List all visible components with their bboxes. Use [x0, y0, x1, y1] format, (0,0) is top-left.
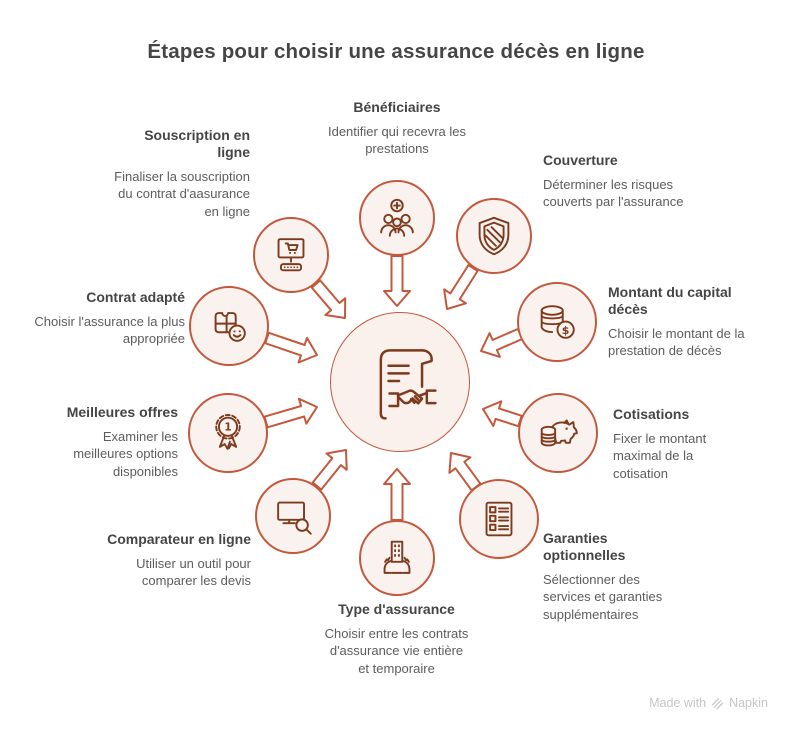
node-label: Souscription en ligne	[144, 127, 250, 161]
node-circle-comparateur-en-ligne	[255, 478, 331, 554]
node-text-souscription-en-ligne: Souscription en ligne Finaliser la sousc…	[110, 127, 250, 220]
node-label: Comparateur en ligne	[107, 531, 251, 547]
coins-dollar-icon: $	[540, 305, 575, 339]
block-arrow	[482, 400, 523, 428]
piggy-bank-icon	[540, 419, 578, 447]
node-circle-couverture	[456, 198, 532, 274]
node-text-garanties-optionnelles: Garanties optionnelles Sélectionner des …	[543, 530, 685, 623]
block-arrow	[310, 279, 347, 319]
block-arrow	[383, 255, 411, 307]
node-label: Contrat adapté	[86, 289, 185, 305]
node-label: Meilleures offres	[66, 404, 178, 420]
page-title: Étapes pour choisir une assurance décès …	[147, 40, 645, 63]
svg-text:1: 1	[224, 422, 231, 434]
node-circle-garanties-optionnelles	[459, 479, 539, 559]
node-description: Choisir entre les contrats d'assurance v…	[324, 626, 469, 676]
node-text-contrat-adapte: Contrat adapté Choisir l'assurance la pl…	[32, 289, 185, 348]
block-arrow	[383, 468, 411, 521]
node-description: Sélectionner des services et garanties s…	[543, 572, 663, 622]
checklist-icon	[485, 501, 513, 537]
puzzle-smiley-icon	[214, 312, 246, 342]
add-users-icon	[380, 198, 414, 237]
block-arrow	[263, 397, 318, 429]
node-description: Examiner les meilleures options disponib…	[73, 429, 178, 479]
napkin-logo-icon	[711, 697, 724, 709]
node-label: Couverture	[543, 152, 618, 168]
hands-building-icon	[383, 540, 411, 574]
monitor-cart-icon	[277, 238, 305, 272]
document-handshake-icon	[379, 349, 437, 420]
node-text-montant-capital-deces: Montant du capital décès Choisir le mont…	[608, 284, 766, 360]
node-text-cotisations: Cotisations Fixer le montant maximal de …	[613, 406, 738, 482]
block-arrow	[480, 328, 524, 358]
node-label: Montant du capital décès	[608, 284, 732, 318]
node-circle-meilleures-offres: 1	[188, 393, 268, 473]
node-circle-cotisations	[518, 393, 598, 473]
node-description: Finaliser la souscription du contrat d'a…	[114, 169, 250, 219]
shield-icon	[478, 216, 510, 256]
node-circle-contrat-adapte	[189, 286, 269, 366]
node-description: Choisir l'assurance la plus appropriée	[34, 314, 185, 347]
node-description: Fixer le montant maximal de la cotisatio…	[613, 431, 707, 481]
made-with-text: Made with	[649, 696, 707, 710]
node-text-comparateur-en-ligne: Comparateur en ligne Utiliser un outil p…	[105, 531, 251, 590]
node-circle-montant-capital-deces: $	[517, 282, 597, 362]
node-description: Déterminer les risques couverts par l'as…	[543, 177, 684, 210]
node-text-couverture: Couverture Déterminer les risques couver…	[543, 152, 693, 211]
node-text-meilleures-offres: Meilleures offres Examiner les meilleure…	[55, 404, 178, 480]
brand-text: Napkin	[729, 696, 768, 710]
svg-text:$: $	[562, 324, 570, 337]
made-with-napkin: Made with Napkin	[649, 696, 768, 710]
node-label: Bénéficiaires	[353, 99, 441, 115]
node-description: Choisir le montant de la prestation de d…	[608, 326, 745, 359]
node-text-beneficiaires: Bénéficiaires Identifier qui recevra les…	[316, 99, 478, 158]
node-circle-type-assurance	[359, 520, 435, 596]
block-arrow	[443, 264, 479, 310]
node-label: Type d'assurance	[338, 601, 455, 617]
block-arrow	[264, 331, 318, 364]
node-label: Cotisations	[613, 406, 690, 422]
node-description: Identifier qui recevra les prestations	[327, 124, 466, 157]
node-text-type-assurance: Type d'assurance Choisir entre les contr…	[324, 601, 469, 677]
monitor-search-icon	[277, 501, 312, 535]
award-ribbon-icon: 1	[215, 414, 241, 450]
block-arrow	[311, 449, 348, 491]
node-description: Utiliser un outil pour comparer les devi…	[136, 556, 251, 589]
node-circle-beneficiaires	[359, 180, 435, 256]
node-circle-souscription-en-ligne	[253, 217, 329, 293]
center-circle	[330, 312, 470, 452]
block-arrow	[448, 452, 482, 492]
node-label: Garanties optionnelles	[543, 530, 626, 564]
